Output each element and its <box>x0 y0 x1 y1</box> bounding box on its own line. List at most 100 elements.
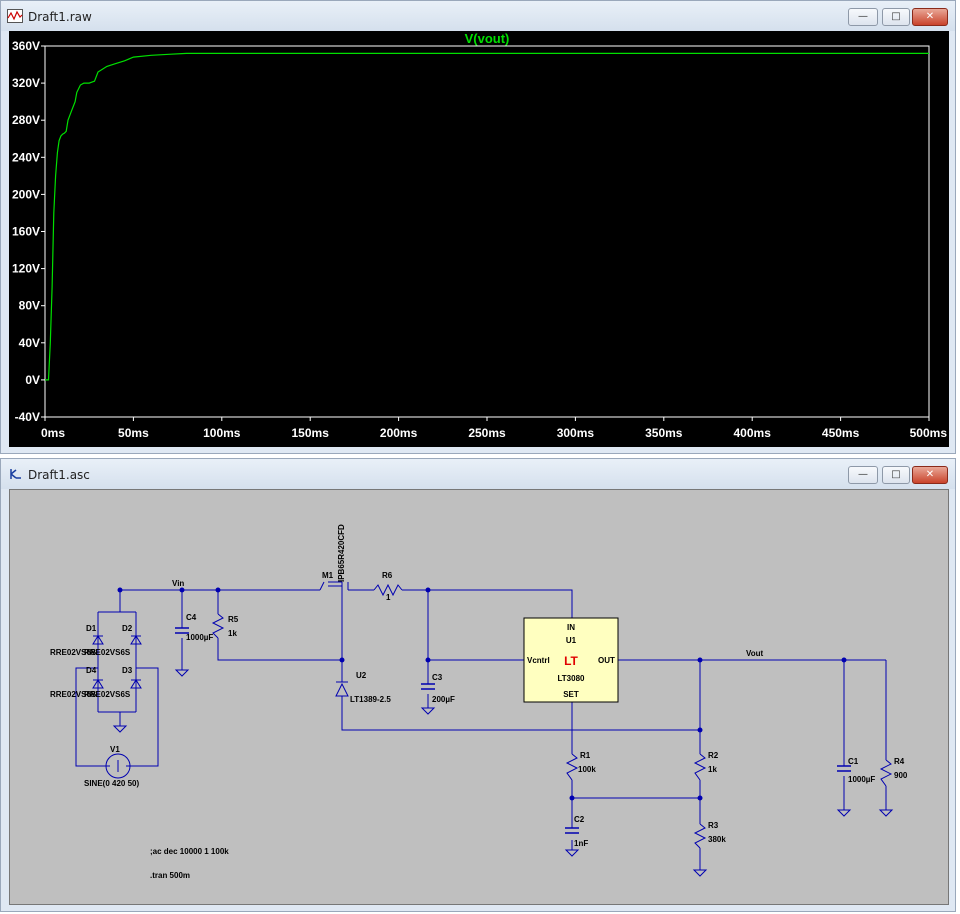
d2-ref[interactable]: D2 <box>122 624 133 633</box>
x-tick-label: 100ms <box>203 426 241 440</box>
net-label-vout[interactable]: Vout <box>746 649 764 658</box>
x-tick-label: 400ms <box>734 426 772 440</box>
c2-value[interactable]: 1nF <box>574 839 588 848</box>
d2-part[interactable]: RRE02VS6S <box>84 648 131 657</box>
x-tick-label: 350ms <box>645 426 683 440</box>
r1-value[interactable]: 100k <box>578 765 596 774</box>
m1-part[interactable]: IPB65R420CFD <box>337 524 346 582</box>
diode-d4-symbol <box>92 679 104 689</box>
x-tick-label: 0ms <box>41 426 65 440</box>
waveform-window-title: Draft1.raw <box>28 10 92 24</box>
d1-part[interactable]: RRE02VS6S <box>50 648 97 657</box>
r2-ref[interactable]: R2 <box>708 751 719 760</box>
ic-part: LT3080 <box>558 674 586 683</box>
r6-value[interactable]: 1 <box>386 593 391 602</box>
y-tick-label: 80V <box>19 299 40 313</box>
series-line-vout[interactable] <box>45 52 929 381</box>
resistor-symbols <box>211 583 893 849</box>
d4-part[interactable]: RRE02VS6S <box>50 690 97 699</box>
r5-ref[interactable]: R5 <box>228 615 239 624</box>
y-tick-label: 120V <box>12 262 40 276</box>
wire <box>217 590 342 661</box>
y-tick-label: 240V <box>12 150 40 164</box>
m1-ref[interactable]: M1 <box>322 571 334 580</box>
y-tick-label: 0V <box>25 373 40 387</box>
spice-directive-tran[interactable]: .tran 500m <box>150 871 190 880</box>
close-button[interactable]: ✕ <box>912 466 948 484</box>
c1-value[interactable]: 1000µF <box>848 775 875 784</box>
v1-ref[interactable]: V1 <box>110 745 120 754</box>
waveform-chart[interactable]: V(vout) -40V0V40V80V120V160V200V240V280V… <box>9 31 949 447</box>
r5-value[interactable]: 1k <box>228 629 237 638</box>
u2-ref[interactable]: U2 <box>356 671 367 680</box>
waveform-file-icon <box>7 9 23 23</box>
c4-value[interactable]: 1000µF <box>186 633 213 642</box>
zener-u2-symbol[interactable] <box>335 681 349 697</box>
r3-value[interactable]: 380k <box>708 835 726 844</box>
y-tick-label: 160V <box>12 225 40 239</box>
r2-value[interactable]: 1k <box>708 765 717 774</box>
wire <box>571 702 700 850</box>
x-tick-label: 450ms <box>822 426 860 440</box>
wire <box>427 590 524 708</box>
schematic-titlebar[interactable]: Draft1.asc — □ ✕ <box>1 459 955 489</box>
ic-u1-body[interactable] <box>523 617 619 703</box>
ic-pin-out: OUT <box>598 656 615 665</box>
schematic-window-title: Draft1.asc <box>28 468 90 482</box>
diode-d3-symbol <box>130 679 142 689</box>
minimize-button[interactable]: — <box>848 8 878 26</box>
wire <box>402 589 573 618</box>
c2-ref[interactable]: C2 <box>574 815 585 824</box>
c3-ref[interactable]: C3 <box>432 673 443 682</box>
close-button[interactable]: ✕ <box>912 8 948 26</box>
c1-ref[interactable]: C1 <box>848 757 859 766</box>
trace-label[interactable]: V(vout) <box>465 31 510 46</box>
r3-ref[interactable]: R3 <box>708 821 719 830</box>
r1-ref[interactable]: R1 <box>580 751 591 760</box>
d4-ref[interactable]: D4 <box>86 666 97 675</box>
u2-part[interactable]: LT1389-2.5 <box>350 695 391 704</box>
ic-ref: U1 <box>566 636 577 645</box>
wire <box>618 659 887 766</box>
ic-pin-in: IN <box>567 623 575 632</box>
capacitor-symbols <box>175 627 851 834</box>
ic-pin-set: SET <box>563 690 579 699</box>
x-tick-label: 50ms <box>118 426 149 440</box>
c4-ref[interactable]: C4 <box>186 613 197 622</box>
lt-logo-icon: LT <box>564 654 578 668</box>
minimize-button[interactable]: — <box>848 466 878 484</box>
ground-symbols <box>112 669 894 877</box>
d1-ref[interactable]: D1 <box>86 624 97 633</box>
wire <box>97 590 137 726</box>
net-label-vin[interactable]: Vin <box>172 579 184 588</box>
schematic-canvas[interactable]: IN U1 Vcntrl OUT LT LT3080 SET Vin Vout … <box>9 489 949 905</box>
maximize-button[interactable]: □ <box>882 466 910 484</box>
c3-value[interactable]: 200µF <box>432 695 455 704</box>
schematic-file-icon <box>10 469 21 479</box>
x-tick-label: 200ms <box>380 426 418 440</box>
plot-background <box>9 31 949 447</box>
voltage-source-v1-symbol[interactable] <box>105 753 131 779</box>
x-tick-label: 150ms <box>292 426 330 440</box>
schematic-drawing[interactable]: IN U1 Vcntrl OUT LT LT3080 SET Vin Vout … <box>10 490 948 904</box>
v1-value[interactable]: SINE(0 420 50) <box>84 779 139 788</box>
x-tick-label: 250ms <box>468 426 506 440</box>
y-tick-label: 320V <box>12 76 40 90</box>
x-tick-label: 500ms <box>910 426 948 440</box>
junction-dots <box>117 587 847 801</box>
y-tick-label: -40V <box>15 410 40 424</box>
r4-ref[interactable]: R4 <box>894 757 905 766</box>
wire <box>75 667 159 767</box>
waveform-titlebar[interactable]: Draft1.raw — □ ✕ <box>1 1 955 31</box>
diode-d2-symbol <box>130 635 142 645</box>
r6-ref[interactable]: R6 <box>382 571 393 580</box>
r4-value[interactable]: 900 <box>894 771 908 780</box>
spice-directive-ac[interactable]: ;ac dec 10000 1 100k <box>150 847 229 856</box>
diode-bridge[interactable] <box>92 635 142 689</box>
d3-ref[interactable]: D3 <box>122 666 133 675</box>
d3-part[interactable]: RRE02VS6S <box>84 690 131 699</box>
y-tick-label: 360V <box>12 39 40 53</box>
maximize-button[interactable]: □ <box>882 8 910 26</box>
mosfet-m1-symbol[interactable] <box>319 581 349 598</box>
